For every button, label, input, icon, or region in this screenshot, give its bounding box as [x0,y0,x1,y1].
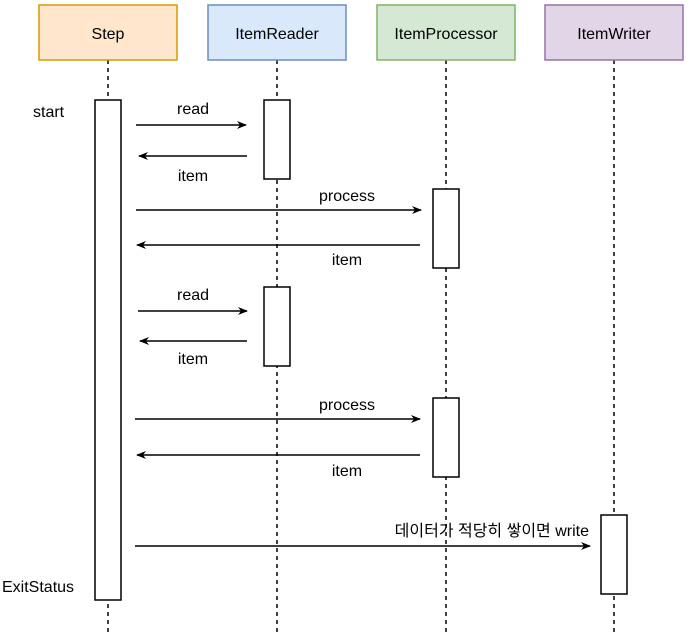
message-read-1-label: read [177,101,209,118]
activation-itemwriter [600,514,628,595]
message-item-2: item [136,241,420,269]
message-read-2: read [138,287,248,315]
message-item-1-label: item [178,168,208,185]
message-item-2-label: item [332,252,362,269]
activation-itemreader-1 [263,99,291,180]
message-item-4-label: item [332,463,362,480]
message-read-2-label: read [177,287,209,304]
message-process-2-label: process [319,397,375,414]
activation-itemreader-2 [263,286,291,367]
message-process-1-label: process [319,188,375,205]
exit-status-label: ExitStatus [2,579,74,596]
participant-itemprocessor-label: ItemProcessor [394,26,498,43]
participant-step-label: Step [92,26,125,43]
message-process-2: process [135,397,421,423]
activation-itemprocessor-1 [432,188,460,269]
message-item-1: item [138,152,247,185]
activation-step [94,99,122,601]
message-write: 데이터가 적당히 쌓이면 write [135,522,591,550]
participant-step-box [38,4,178,61]
activation-itemprocessor-2 [432,397,460,478]
message-item-4: item [136,451,420,480]
participant-itemwriter: ItemWriter [544,4,684,61]
participant-itemprocessor: ItemProcessor [376,4,516,61]
participant-itemreader-label: ItemReader [235,26,319,43]
participant-itemwriter-label: ItemWriter [577,26,651,43]
message-process-1: process [136,188,422,214]
start-label: start [33,104,65,121]
participant-itemreader-box [207,4,347,61]
participant-step: Step [38,4,178,61]
message-read-1: read [136,101,247,129]
message-item-3-label: item [178,351,208,368]
participant-itemreader: ItemReader [207,4,347,61]
message-write-label: 데이터가 적당히 쌓이면 write [395,522,589,540]
participant-itemprocessor-box [376,4,516,61]
message-item-3: item [139,337,247,368]
participant-itemwriter-box [544,4,684,61]
